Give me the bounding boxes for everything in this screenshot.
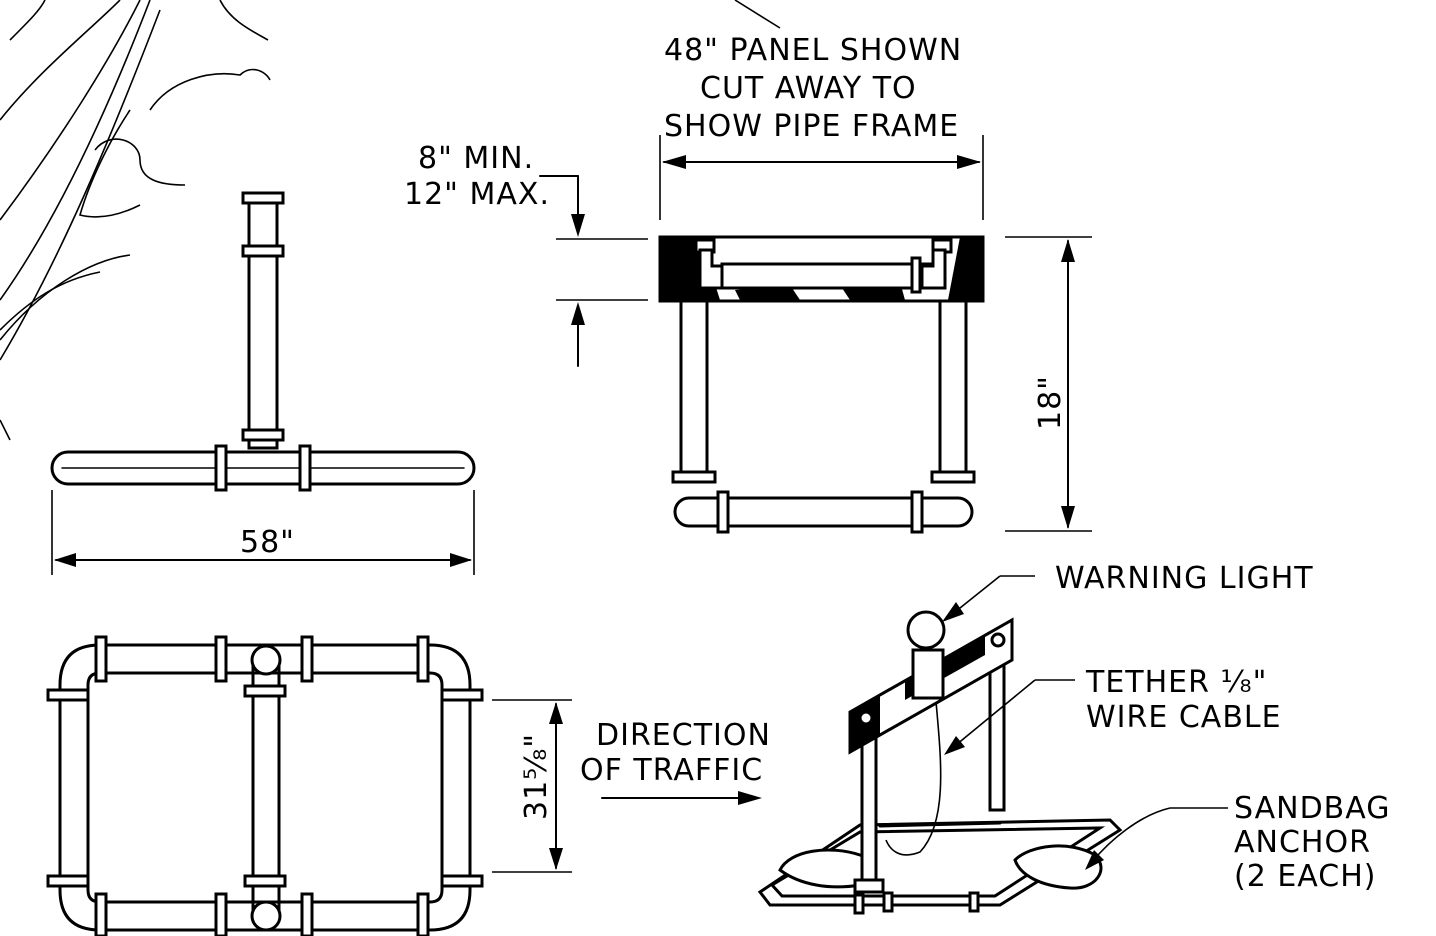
depth-dim-label: 31⁵⁄₈" (519, 733, 554, 820)
traffic-arrow (601, 791, 762, 805)
leader-lines (942, 575, 1228, 870)
panel-note-2: CUT AWAY TO (700, 71, 917, 106)
width-dim-label: 58" (240, 525, 295, 560)
front-elevation (50, 191, 476, 492)
warning-light-label: WARNING LIGHT (1055, 561, 1314, 596)
height-dimension (1005, 236, 1092, 532)
isometric-view (757, 610, 1123, 915)
sandbag-label-1: SANDBAG (1234, 791, 1391, 826)
panel-note-3: SHOW PIPE FRAME (664, 109, 959, 144)
plan-view (46, 635, 484, 936)
direction-label-1: DIRECTION (596, 718, 771, 753)
background-sketch (0, 0, 271, 441)
tether-label-2: WIRE CABLE (1086, 700, 1282, 735)
tether-label-1: TETHER ¹⁄₈" (1085, 665, 1267, 700)
sandbag-label-3: (2 EACH) (1234, 859, 1377, 894)
sandbag-label-2: ANCHOR (1234, 825, 1371, 860)
clearance-min-label: 8" MIN. (418, 141, 534, 176)
direction-label-2: OF TRAFFIC (580, 753, 763, 788)
depth-dimension (492, 699, 572, 873)
clearance-dimension (539, 175, 648, 367)
panel-note-1: 48" PANEL SHOWN (664, 33, 962, 68)
side-elevation (658, 235, 985, 534)
panel-width-dimension (659, 0, 984, 220)
clearance-max-label: 12" MAX. (404, 177, 550, 212)
width-dimension (51, 490, 475, 575)
height-dim-label: 18" (1033, 375, 1068, 430)
